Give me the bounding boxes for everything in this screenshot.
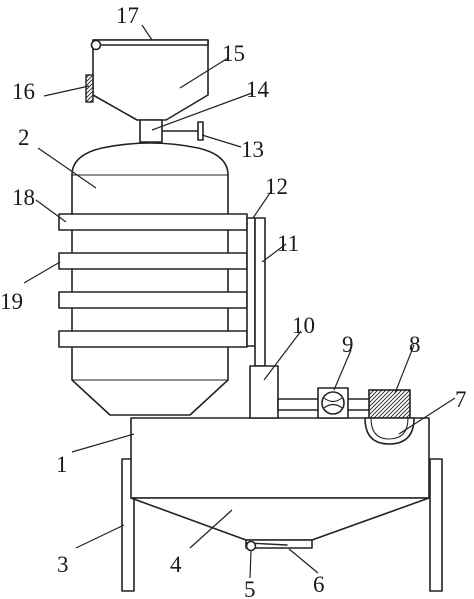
- leader-9: [333, 349, 352, 391]
- heating-ring-4: [58, 330, 248, 348]
- leader-4: [189, 509, 233, 549]
- discharge-outlet: [245, 539, 313, 552]
- collecting-bowl: [364, 417, 415, 445]
- leader-3: [75, 524, 125, 549]
- hopper-neck: [139, 119, 163, 143]
- manifold: [246, 217, 266, 367]
- heating-ring-1: [58, 213, 248, 231]
- leader-1: [71, 433, 135, 453]
- hopper-body: [92, 39, 209, 121]
- label-13: 13: [241, 137, 264, 162]
- label-5: 5: [244, 577, 256, 599]
- pump-body: [249, 365, 279, 419]
- label-1: 1: [56, 452, 68, 477]
- leader-19: [23, 261, 61, 284]
- leader-18: [35, 199, 67, 223]
- label-7: 7: [455, 387, 467, 412]
- label-8: 8: [409, 332, 421, 357]
- fan-rotor: [321, 391, 345, 415]
- bottom-hopper: [130, 497, 430, 541]
- leader-lines: [23, 24, 456, 579]
- collecting-bowl-inner: [370, 417, 409, 440]
- filter-cartridge: [368, 389, 411, 419]
- heating-rings: [58, 213, 248, 348]
- label-17: 17: [116, 3, 139, 28]
- leader-15: [179, 57, 229, 89]
- leader-11: [261, 243, 287, 263]
- label-3: 3: [57, 552, 69, 577]
- label-9: 9: [342, 332, 354, 357]
- leader-5: [249, 550, 252, 579]
- leader-8: [394, 344, 415, 394]
- leader-6: [288, 548, 319, 574]
- leader-13: [201, 134, 242, 148]
- label-18: 18: [12, 185, 35, 210]
- label-6: 6: [313, 572, 325, 597]
- lid-plate: [92, 39, 209, 46]
- side-handle: [85, 74, 94, 103]
- riser-pipe: [254, 217, 266, 367]
- label-15: 15: [222, 41, 245, 66]
- heating-ring-2: [58, 252, 248, 270]
- fan-unit: [277, 387, 375, 419]
- hopper-lid: [90, 39, 209, 51]
- leader-10: [263, 330, 302, 381]
- label-14: 14: [246, 77, 270, 102]
- leader-17: [141, 24, 153, 41]
- leader-16: [43, 85, 90, 97]
- leader-14: [151, 92, 253, 131]
- right-leg: [429, 458, 443, 592]
- lid-hinge: [90, 39, 102, 51]
- label-4: 4: [170, 552, 182, 577]
- tank-vessel: [71, 142, 229, 416]
- label-16: 16: [12, 79, 35, 104]
- label-11: 11: [277, 231, 299, 256]
- fan-blades: [323, 397, 343, 409]
- feed-hopper: [92, 39, 209, 143]
- leader-7: [398, 397, 456, 435]
- neck-valve-handle: [197, 121, 204, 141]
- tank-body: [71, 142, 229, 416]
- heating-ring-3: [58, 291, 248, 309]
- label-19: 19: [0, 289, 23, 314]
- label-2: 2: [18, 125, 30, 150]
- filter-assembly: [364, 389, 415, 445]
- outlet-hinge: [245, 540, 257, 552]
- leader-12: [252, 189, 273, 219]
- label-12: 12: [265, 174, 288, 199]
- leader-2: [37, 147, 97, 189]
- label-10: 10: [292, 313, 315, 338]
- reference-numerals: 1 2 3 4 5 6 7 8 9 10 11 12 13 14 15 16 1…: [0, 3, 467, 599]
- manifold-pipe: [246, 217, 256, 347]
